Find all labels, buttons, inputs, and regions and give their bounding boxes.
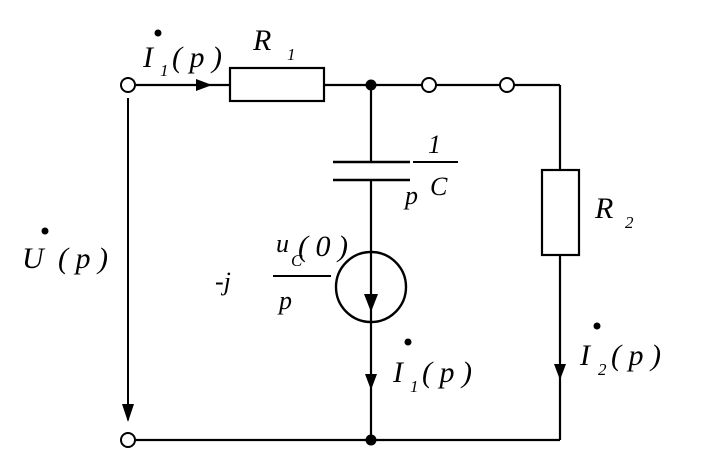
resistor-r1 [228, 66, 326, 103]
current-arrow-i1-mid [365, 374, 377, 390]
label-i1-mid-sub: 1 [410, 377, 419, 396]
label-r1: R 1 [252, 24, 296, 64]
label-src-prefix: -j [215, 267, 231, 296]
phasor-dot-i2 [593, 322, 601, 330]
label-r1-sub: 1 [287, 45, 296, 64]
label-i2-arg: ( p ) [611, 339, 661, 372]
label-i2-sub: 2 [598, 360, 607, 379]
label-u-main: U [22, 242, 46, 275]
label-src-u: u [276, 229, 289, 258]
current-arrow-i1-top [196, 79, 212, 91]
label-src-arg: ( 0 ) [298, 230, 348, 263]
label-capacitor: 1 p C [403, 130, 448, 210]
label-i1-mid-arg: ( p ) [422, 356, 472, 389]
label-source: -j u C ( 0 ) p [215, 229, 348, 315]
label-r2: R 2 [594, 192, 634, 232]
phasor-dot-u [41, 227, 49, 235]
terminal-top-left [120, 77, 136, 93]
label-i1-top: I 1 ( p ) [142, 29, 222, 80]
label-i2: I 2 ( p ) [579, 322, 661, 379]
label-i2-main: I [579, 339, 592, 372]
label-i1-top-sub: 1 [160, 61, 169, 80]
label-r2-sub: 2 [625, 213, 634, 232]
phasor-dot-i1-mid [404, 338, 412, 346]
label-cap-num: 1 [428, 130, 441, 159]
label-src-sub: C [291, 251, 303, 270]
terminal-bottom-left [120, 432, 136, 448]
label-u: U ( p ) [22, 227, 108, 275]
label-r1-main: R [252, 24, 271, 57]
node-top [365, 79, 377, 91]
terminal-top-mid-2 [499, 77, 515, 93]
current-source-arrow [364, 294, 378, 312]
label-i1-top-arg: ( p ) [172, 41, 222, 74]
terminal-top-mid-1 [421, 77, 437, 93]
current-arrow-i2 [554, 364, 566, 380]
label-src-den: p [277, 286, 292, 315]
voltage-arrow-head [122, 404, 134, 422]
label-cap-p: p [403, 181, 418, 210]
label-i1-mid-main: I [392, 356, 405, 389]
resistor-r2 [540, 168, 581, 257]
phasor-dot-i1-top [154, 29, 162, 37]
label-i1-top-main: I [142, 41, 155, 74]
label-u-arg: ( p ) [58, 242, 108, 275]
label-r2-main: R [594, 192, 613, 225]
label-cap-c: C [430, 172, 448, 201]
label-i1-mid: I 1 ( p ) [392, 338, 472, 396]
node-bottom [365, 434, 377, 446]
